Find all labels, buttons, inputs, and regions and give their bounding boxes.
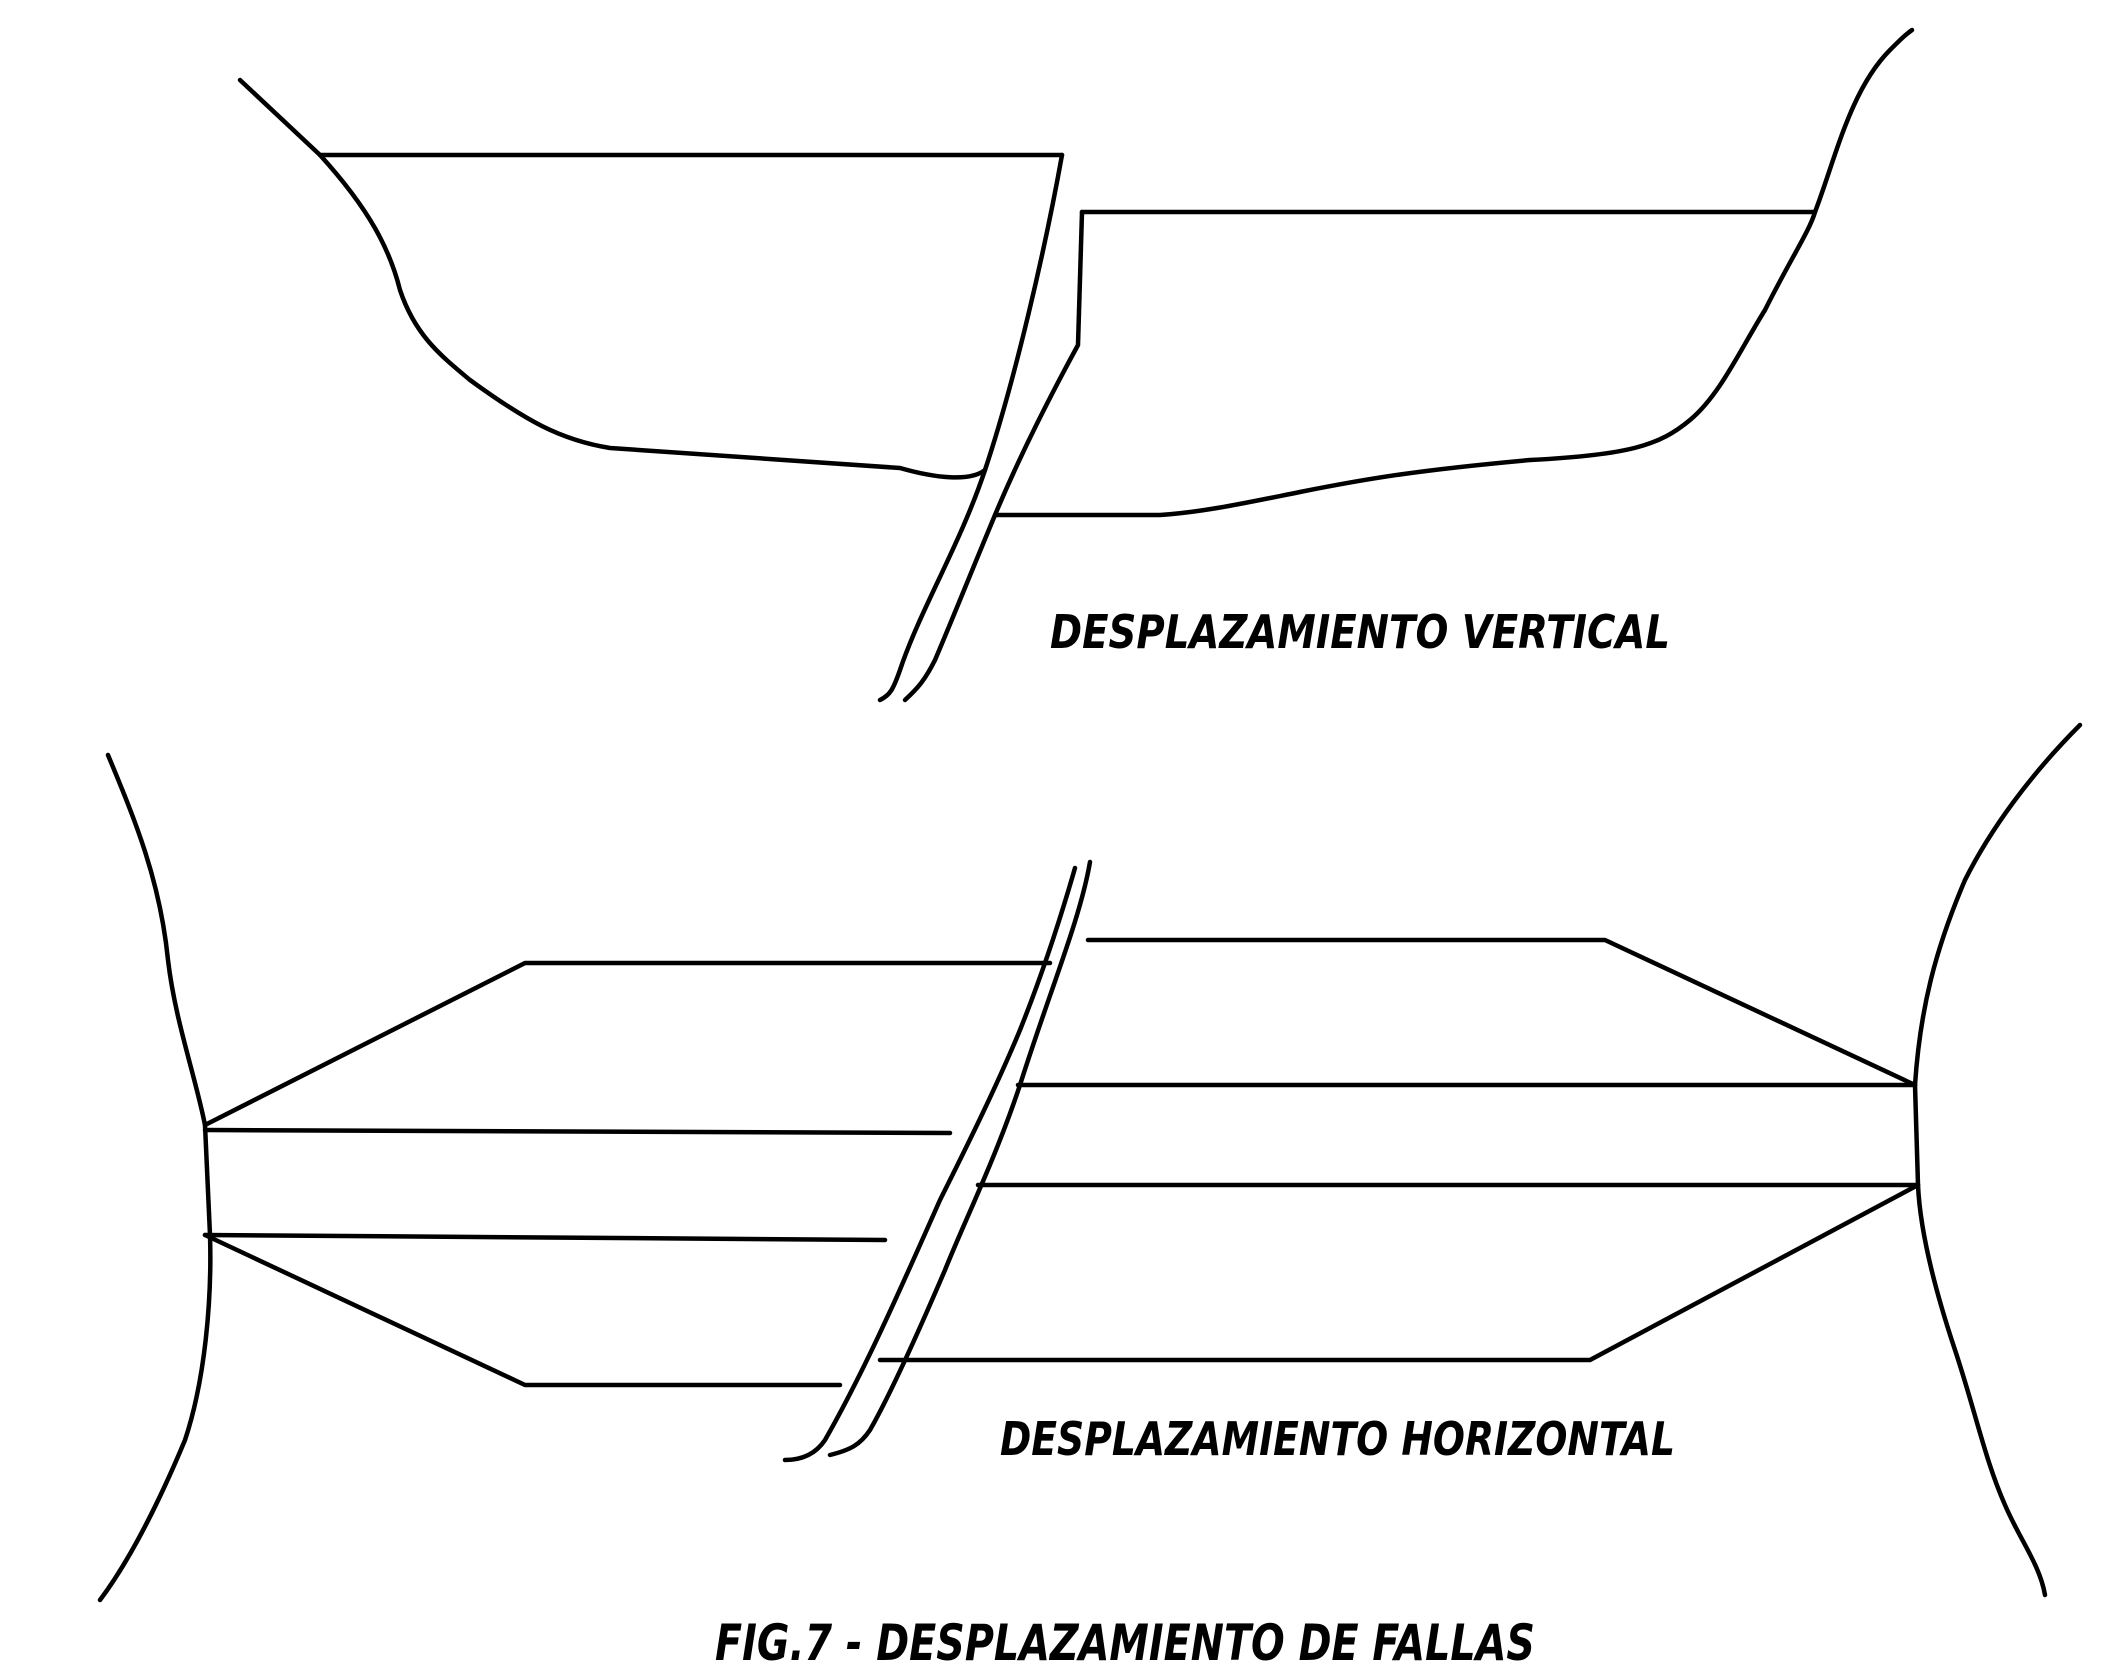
horizontal-right-lower-chevron xyxy=(877,1182,1921,1363)
horizontal-right-wall xyxy=(1912,722,2083,1598)
vertical-displacement-diagram: DESPLAZAMIENTO VERTICAL xyxy=(237,27,1915,703)
horizontal-displacement-label: DESPLAZAMIENTO HORIZONTAL xyxy=(1000,1412,1675,1466)
figure-caption: FIG.7 - DESPLAZAMIENTO DE FALLAS xyxy=(715,1614,1535,1672)
horizontal-displacement-diagram: DESPLAZAMIENTO HORIZONTAL xyxy=(97,722,2083,1603)
horizontal-left-band-top xyxy=(202,1127,953,1136)
vertical-right-terrain xyxy=(992,27,1915,518)
horizontal-left-lower-chevron xyxy=(202,1232,843,1388)
horizontal-left-upper-chevron xyxy=(202,960,1053,1128)
vertical-fault-line-right xyxy=(902,209,1085,703)
horizontal-left-wall xyxy=(97,752,213,1603)
horizontal-left-band-bottom xyxy=(202,1232,888,1243)
horizontal-right-upper-chevron xyxy=(1085,937,1918,1088)
vertical-left-terrain xyxy=(237,77,988,480)
vertical-fault-line-left xyxy=(877,152,1065,703)
horizontal-fault-line-right xyxy=(827,859,1093,1458)
horizontal-fault-line-left xyxy=(782,865,1078,1463)
vertical-displacement-label: DESPLAZAMIENTO VERTICAL xyxy=(1050,605,1670,659)
